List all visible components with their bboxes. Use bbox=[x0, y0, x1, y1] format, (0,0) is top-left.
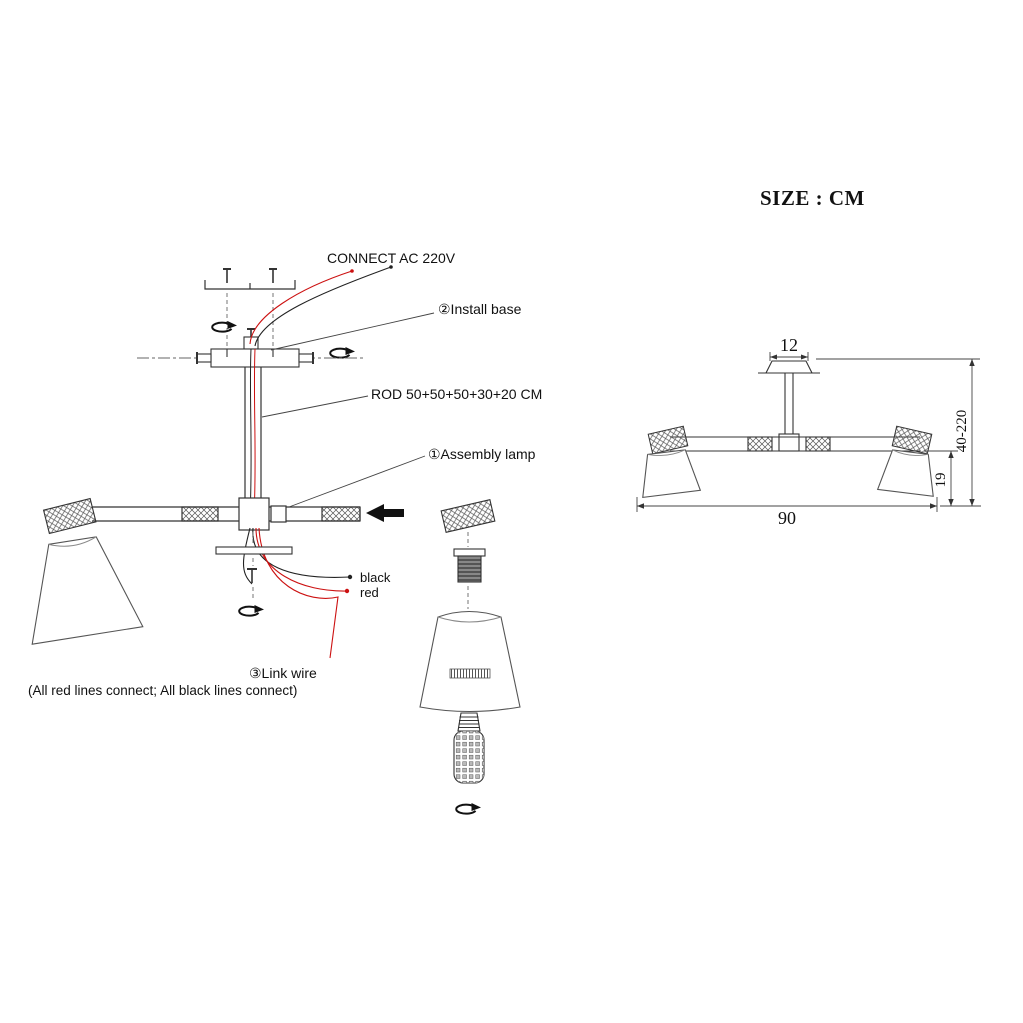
overall-width-value: 90 bbox=[778, 508, 796, 528]
red-wire-end bbox=[344, 588, 350, 594]
dim-40-220 bbox=[816, 358, 980, 506]
adjustable-height-value: 40-220 bbox=[954, 410, 970, 453]
insert-direction-arrow bbox=[366, 504, 404, 522]
wire-red-label: red bbox=[360, 585, 379, 600]
led-bulb bbox=[453, 712, 485, 784]
side-bolt-left bbox=[196, 352, 212, 364]
dim-90 bbox=[636, 497, 938, 512]
screw-twist-icon bbox=[455, 803, 481, 815]
dim-19 bbox=[924, 450, 981, 507]
dimension-drawing: 12 90 19 40-220 bbox=[636, 335, 981, 528]
assembly-lamp-label: ①Assembly lamp bbox=[428, 446, 536, 462]
canopy-width-value: 12 bbox=[780, 335, 798, 355]
dim-canopy bbox=[758, 360, 820, 374]
mounting-screw-left bbox=[223, 268, 231, 283]
ceiling-bracket bbox=[204, 268, 296, 346]
dim-left-socket bbox=[647, 425, 689, 455]
wiring-note: (All red lines connect; All black lines … bbox=[28, 683, 297, 698]
canopy-base bbox=[137, 328, 363, 368]
dim-right-socket bbox=[891, 425, 933, 455]
dim-rod bbox=[784, 373, 794, 434]
screw-twist-icon bbox=[238, 605, 264, 617]
detached-socket-mount bbox=[440, 498, 496, 534]
link-wire-label: ③Link wire bbox=[249, 665, 317, 681]
mounting-screw-right bbox=[269, 268, 277, 283]
connect-power-label: CONNECT AC 220V bbox=[327, 250, 456, 266]
connect-wires bbox=[249, 265, 393, 347]
screw-twist-icon bbox=[329, 347, 355, 359]
black-wire-end bbox=[347, 574, 353, 580]
left-lamp-shade bbox=[31, 536, 144, 645]
lamp-socket bbox=[453, 548, 486, 583]
dim-arm bbox=[670, 436, 920, 452]
side-bolt-right bbox=[298, 352, 314, 364]
left-lamp-socket bbox=[42, 497, 97, 535]
hub-cover-plate bbox=[215, 532, 293, 600]
shade-holder-ring bbox=[449, 668, 491, 679]
cross-arm bbox=[92, 506, 361, 522]
screw-twist-icon bbox=[211, 321, 237, 333]
size-unit-title: SIZE : CM bbox=[760, 186, 865, 210]
dim-12 bbox=[769, 352, 809, 361]
lamp-height-value: 19 bbox=[933, 473, 949, 488]
suspension-rod bbox=[244, 367, 262, 500]
install-base-label: ②Install base bbox=[438, 301, 522, 317]
rod-wires bbox=[249, 348, 256, 516]
dim-right-shade bbox=[876, 449, 934, 497]
center-hub bbox=[238, 497, 287, 531]
dim-left-shade bbox=[642, 449, 702, 499]
leader-lines bbox=[261, 312, 435, 508]
lamp-shade bbox=[419, 611, 521, 713]
wire-black-label: black bbox=[360, 570, 391, 585]
rod-spec-label: ROD 50+50+50+30+20 CM bbox=[371, 386, 542, 402]
